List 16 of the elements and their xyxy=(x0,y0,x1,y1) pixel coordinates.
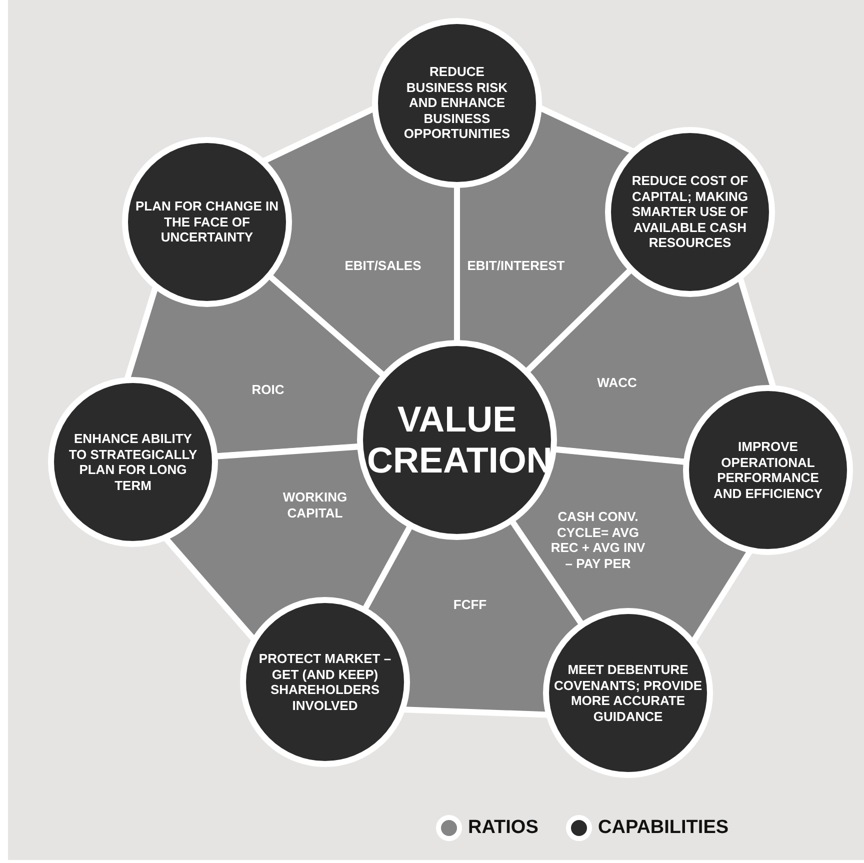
capability-text: REDUCE COST OF CAPITAL; MAKING SMARTER USE OF AVAILABLE CASH RESOURCES xyxy=(630,173,750,251)
ratio-label: EBIT/SALES xyxy=(344,258,422,274)
capability-text: PLAN FOR CHANGE IN THE FACE OF UNCERTAINTY xyxy=(134,198,280,246)
ratio-label: ROIC xyxy=(250,382,286,398)
legend-label: RATIOS xyxy=(468,817,538,839)
ratio-label: WORKING CAPITAL xyxy=(282,489,348,521)
capability-text: IMPROVE OPERATIONAL PERFORMANCE AND EFFICIENCY xyxy=(712,438,824,502)
capability-text: ENHANCE ABILITY TO STRATEGICALLY PLAN FOR LONG TERM xyxy=(68,430,198,494)
ratio-label: EBIT/INTEREST xyxy=(466,258,566,274)
ratio-label: FCFF xyxy=(452,597,488,613)
capability-text: MEET DEBENTURE COVENANTS; PROVIDE MORE ACCURATE GUIDANCE xyxy=(553,662,703,724)
capability-text: REDUCE BUSINESS RISK AND ENHANCE BUSINESS OPPORTUNITIES xyxy=(402,64,512,142)
ratio-label: CASH CONV. CYCLE= AVG REC + AVG INV – PAY PER xyxy=(550,508,646,572)
capability-text: PROTECT MARKET – GET (AND KEEP) SHAREHOLDERS INVOLVED xyxy=(258,650,392,714)
ratio-label: WACC xyxy=(596,375,638,391)
legend-label: CAPABILITIES xyxy=(598,817,729,839)
